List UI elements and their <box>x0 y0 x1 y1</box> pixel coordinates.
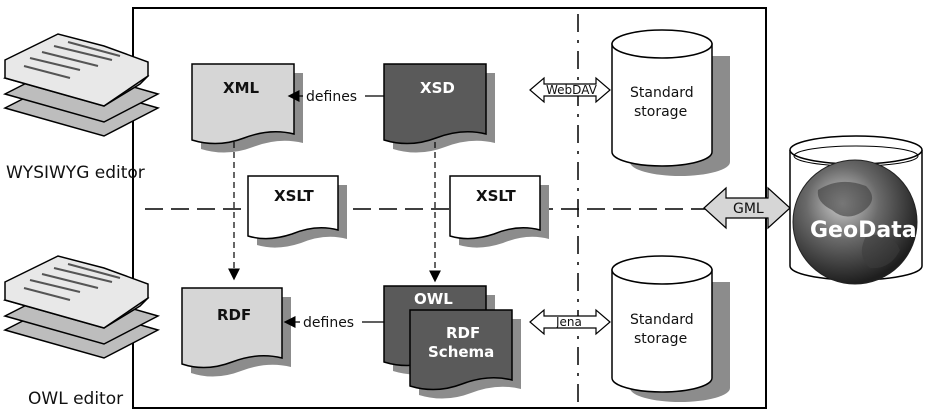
standard-storage-bottom: Standard storage <box>611 255 730 402</box>
storage-top-label-line2: storage <box>634 104 687 120</box>
xslt-right-document: XSLT <box>449 175 549 248</box>
jena-label: Jena <box>555 315 582 329</box>
jena-connector: Jena <box>529 308 611 336</box>
rdf-label: RDF <box>217 306 251 324</box>
rdf-document: RDF <box>181 287 291 377</box>
gml-label: GML <box>733 201 764 217</box>
owl-label: OWL <box>414 290 453 308</box>
geodata-database: GeoData <box>789 135 923 285</box>
xslt-right-label: XSLT <box>476 187 516 205</box>
standard-storage-top: Standard storage <box>611 29 730 176</box>
owl-editor-label: OWL editor <box>28 389 123 409</box>
rdf-schema-label-line1: RDF <box>446 324 480 342</box>
rdf-schema-document: RDF Schema <box>409 309 521 399</box>
xslt-left-document: XSLT <box>247 175 347 248</box>
xslt-left-label: XSLT <box>274 187 314 205</box>
storage-top-label-line1: Standard <box>630 85 694 101</box>
defines-bottom-label: defines <box>303 315 354 331</box>
gml-connector: GML <box>703 186 791 230</box>
wysiwyg-editor-label: WYSIWYG editor <box>6 163 145 183</box>
xsd-document: XSD <box>383 63 495 153</box>
webdav-connector: WebDAV <box>529 76 611 104</box>
geodata-label: GeoData <box>810 218 917 243</box>
storage-bottom-label-line2: storage <box>634 331 687 347</box>
storage-bottom-label-line1: Standard <box>630 312 694 328</box>
xml-document: XML <box>191 63 303 153</box>
wysiwyg-editor-icon <box>2 33 161 137</box>
owl-editor-icon <box>2 255 161 359</box>
webdav-label: WebDAV <box>546 83 598 97</box>
xsd-label: XSD <box>420 79 455 97</box>
xml-label: XML <box>223 79 259 97</box>
defines-top-label: defines <box>306 89 357 105</box>
rdf-schema-label-line2: Schema <box>428 343 494 361</box>
